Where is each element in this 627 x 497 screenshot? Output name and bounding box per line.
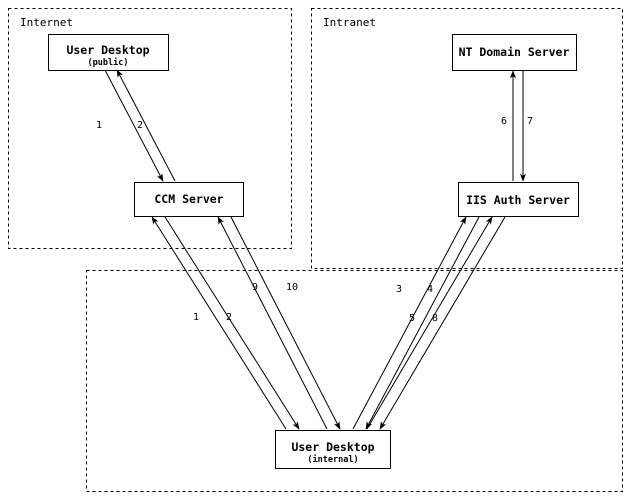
- node-user-desktop-public-subtitle: (public): [88, 57, 129, 68]
- node-nt-domain-server[interactable]: NT Domain Server: [451, 33, 578, 72]
- step-label-6: 6: [501, 116, 507, 127]
- node-iis-auth-server-title: IIS Auth Server: [466, 193, 570, 207]
- flow-line-10-ccm-to-internal: [230, 216, 341, 430]
- flow-line-2-ccm-to-public: [116, 69, 176, 182]
- flow-line-5-internal-to-iis: [366, 216, 493, 430]
- step-label-4: 4: [427, 284, 433, 295]
- node-ccm-server[interactable]: CCM Server: [133, 181, 245, 218]
- flow-line-1-public-to-ccm: [104, 69, 164, 182]
- zone-internet: Internet: [8, 8, 292, 249]
- node-user-desktop-internal[interactable]: User Desktop (internal): [274, 429, 392, 470]
- flow-line-1-internal-to-ccm: [151, 216, 287, 430]
- step-label-7: 7: [527, 116, 533, 127]
- flow-line-2-ccm-to-internal: [164, 216, 300, 430]
- flow-line-3-internal-to-iis: [352, 216, 467, 430]
- flow-group-internal-iis-34: 3 4: [352, 216, 480, 430]
- step-label-5: 5: [409, 313, 415, 324]
- node-user-desktop-internal-title: User Desktop: [291, 440, 374, 454]
- zone-internet-label: Internet: [20, 16, 73, 29]
- node-user-desktop-public[interactable]: User Desktop (public): [47, 33, 170, 72]
- step-label-2-internal: 2: [226, 312, 232, 323]
- step-label-2-public: 2: [137, 120, 143, 131]
- node-nt-domain-server-title: NT Domain Server: [459, 45, 570, 59]
- zone-internet-border: [8, 8, 292, 249]
- step-label-3: 3: [396, 284, 402, 295]
- node-ccm-server-box[interactable]: [133, 181, 245, 218]
- flow-group-internal-ccm-12: 1 2: [151, 216, 300, 430]
- flow-group-iis-nt: 6 7: [501, 70, 533, 182]
- step-label-9: 9: [252, 282, 258, 293]
- node-nt-domain-server-box[interactable]: [451, 33, 578, 72]
- zone-intranet-border: [311, 8, 623, 269]
- node-iis-auth-server-box[interactable]: [457, 181, 580, 218]
- flow-line-8-iis-to-internal: [379, 216, 506, 430]
- zone-intranet: Intranet: [311, 8, 623, 269]
- step-label-8: 8: [432, 313, 438, 324]
- step-label-1-internal: 1: [193, 312, 199, 323]
- flow-group-public-ccm: 1 2: [96, 69, 176, 182]
- step-label-1-public: 1: [96, 120, 102, 131]
- flow-group-internal-iis-58: 5 8: [366, 216, 506, 430]
- zone-intranet-label: Intranet: [323, 16, 376, 29]
- flow-line-4-iis-to-internal: [365, 216, 480, 430]
- node-ccm-server-title: CCM Server: [154, 192, 223, 206]
- node-user-desktop-internal-subtitle: (internal): [307, 454, 358, 465]
- node-user-desktop-internal-box[interactable]: [274, 429, 392, 470]
- node-iis-auth-server[interactable]: IIS Auth Server: [457, 181, 580, 218]
- node-user-desktop-public-title: User Desktop: [66, 43, 149, 57]
- node-user-desktop-public-box[interactable]: [47, 33, 170, 72]
- flow-group-internal-ccm-910: 9 10: [217, 216, 341, 430]
- flow-line-9-internal-to-ccm: [217, 216, 328, 430]
- step-label-10: 10: [286, 282, 298, 293]
